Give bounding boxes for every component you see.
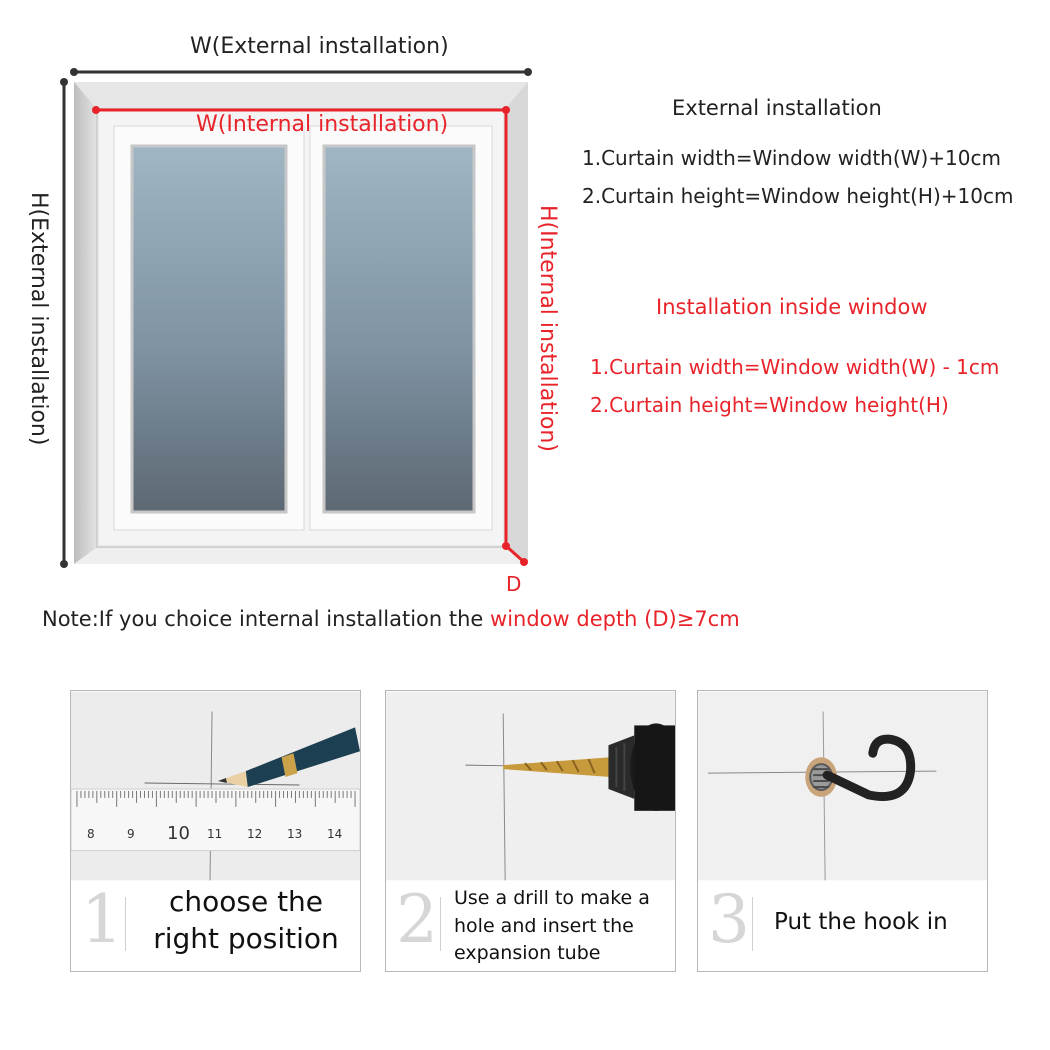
window-diagram xyxy=(60,68,532,568)
glass-right xyxy=(322,144,476,514)
depth-line xyxy=(505,544,525,564)
external-width-label: W(External installation) xyxy=(190,34,449,59)
step-card-2: 2 Use a drill to make a hole and insert … xyxy=(385,690,676,972)
internal-rule-height: 2.Curtain height=Window height(H) xyxy=(590,393,949,417)
step-1-line-1: choose the xyxy=(168,885,324,918)
step-2-line-2: hole and insert the xyxy=(454,915,634,937)
internal-width-end-left xyxy=(92,106,100,114)
step-2-line-1: Use a drill to make a xyxy=(454,887,650,909)
ruler-tick-label: 13 xyxy=(287,827,303,841)
step-card-1: 8 9 10 11 12 13 14 1 choose the right position xyxy=(70,690,361,972)
internal-width-label: W(Internal installation) xyxy=(196,112,449,137)
step-divider xyxy=(125,897,126,951)
step-divider xyxy=(440,897,441,951)
external-height-end-top xyxy=(60,78,68,86)
step-1-line-2: right position xyxy=(153,922,339,955)
internal-rules-title: Installation inside window xyxy=(656,295,928,319)
internal-height-label: H(Internal installation) xyxy=(535,205,560,452)
recess-bottom-wall xyxy=(74,548,528,564)
ruler-tick-label: 9 xyxy=(127,827,135,841)
ruler-tick-label: 14 xyxy=(327,827,343,841)
step-2-line-3: expansion tube xyxy=(454,942,601,964)
hook-photo xyxy=(698,691,987,881)
ruler-pencil-photo xyxy=(71,691,360,881)
ruler-tick-label: 11 xyxy=(207,827,223,841)
recess-right-wall xyxy=(506,82,528,564)
external-height-end-bottom xyxy=(60,560,68,568)
external-rule-height: 2.Curtain height=Window height(H)+10cm xyxy=(582,184,1014,208)
step-number: 1 xyxy=(81,881,123,958)
depth-label: D xyxy=(506,572,522,596)
external-width-end-right xyxy=(524,68,532,76)
ruler-tick-label: 10 xyxy=(167,823,190,844)
recess-top-wall xyxy=(74,82,528,108)
drill-photo xyxy=(386,691,675,881)
step-number: 3 xyxy=(708,881,750,958)
note-highlight: window depth (D)≥7cm xyxy=(490,607,740,631)
external-width-end-left xyxy=(70,68,78,76)
step-card-3: 3 Put the hook in xyxy=(697,690,988,972)
recess-left-wall xyxy=(74,82,96,564)
depth-note: Note:If you choice internal installation… xyxy=(42,607,740,631)
external-rule-width: 1.Curtain width=Window width(W)+10cm xyxy=(582,146,1001,170)
depth-end xyxy=(520,558,528,566)
step-divider xyxy=(752,897,753,951)
internal-rule-width: 1.Curtain width=Window width(W) - 1cm xyxy=(590,355,1000,379)
external-height-label: H(External installation) xyxy=(26,192,51,446)
step-number: 2 xyxy=(396,881,438,958)
note-prefix: Note:If you choice internal installation… xyxy=(42,607,491,631)
step-3-line-1: Put the hook in xyxy=(774,909,948,935)
ruler-tick-label: 8 xyxy=(87,827,95,841)
glass-left xyxy=(130,144,288,514)
ruler-tick-label: 12 xyxy=(247,827,263,841)
external-rules-title: External installation xyxy=(672,96,882,120)
